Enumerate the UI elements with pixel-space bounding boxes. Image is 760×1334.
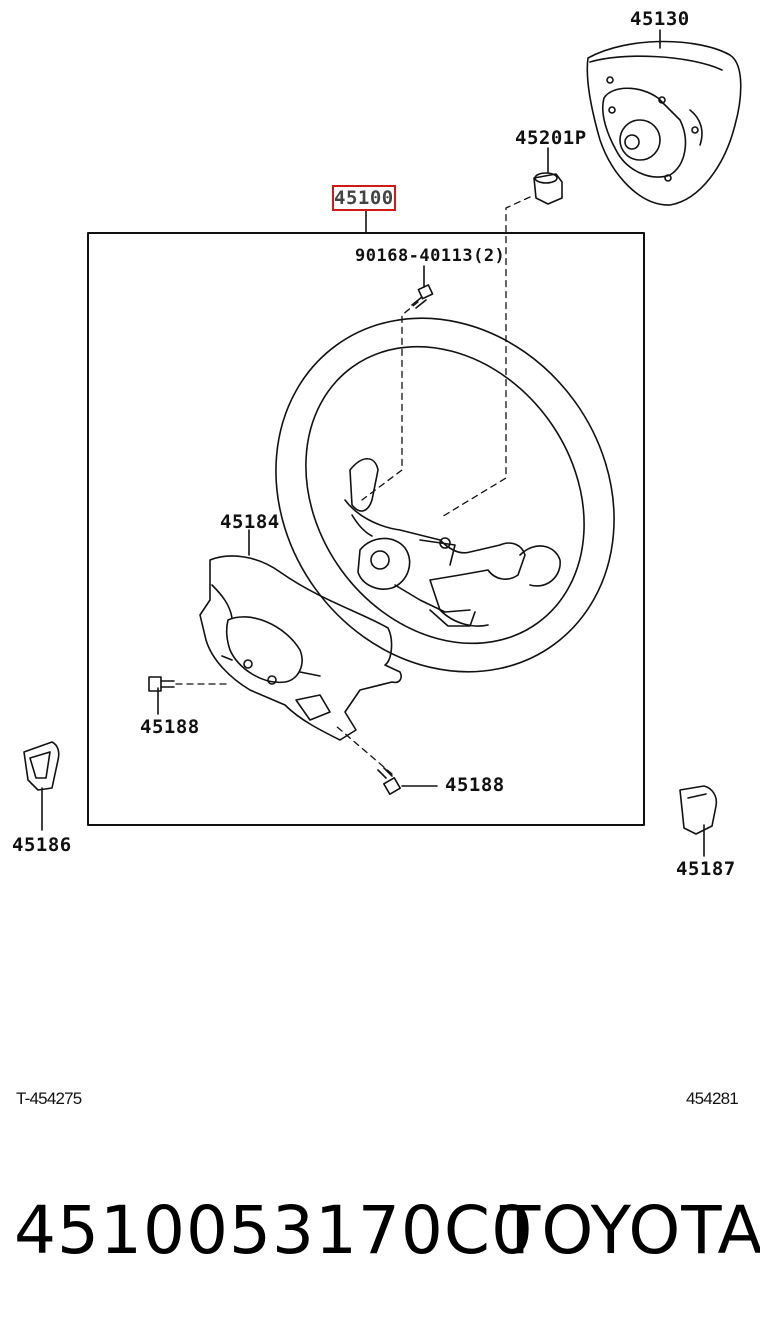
label-45184: 45184 [220,511,280,533]
lower-cover-icon [199,555,402,741]
steering-wheel-parts-diagram [23,29,742,857]
switch-cover-left-icon [23,741,60,791]
switch-cover-right-icon [679,785,718,835]
diagram-code-left: T-454275 [16,1089,82,1108]
part-number: 4510053170C0 [14,1192,534,1269]
label-45188-right: 45188 [445,774,505,796]
label-45187: 45187 [676,858,736,880]
screw-icon [411,284,434,309]
label-90168-40113: 90168-40113(2) [355,246,506,266]
screw-left-icon [148,676,175,692]
label-45188-left: 45188 [140,716,200,738]
label-45130: 45130 [630,8,690,30]
nut-icon [533,172,563,205]
diagram-code-right: 454281 [686,1089,739,1108]
label-45201p: 45201P [515,127,587,149]
label-45100[interactable]: 45100 [332,185,396,211]
steering-wheel-icon [275,317,615,673]
label-45186: 45186 [12,834,72,856]
brand-name: TOYOTA [500,1192,760,1269]
screw-right-icon [377,767,401,795]
airbag-cover-icon [586,40,742,206]
